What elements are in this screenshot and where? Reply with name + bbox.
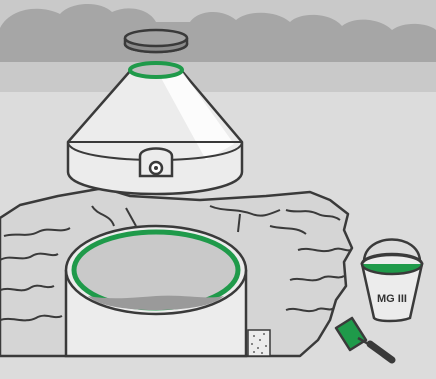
manhole-cover-lid-icon bbox=[125, 30, 187, 52]
bucket-label: MG III bbox=[377, 293, 407, 305]
